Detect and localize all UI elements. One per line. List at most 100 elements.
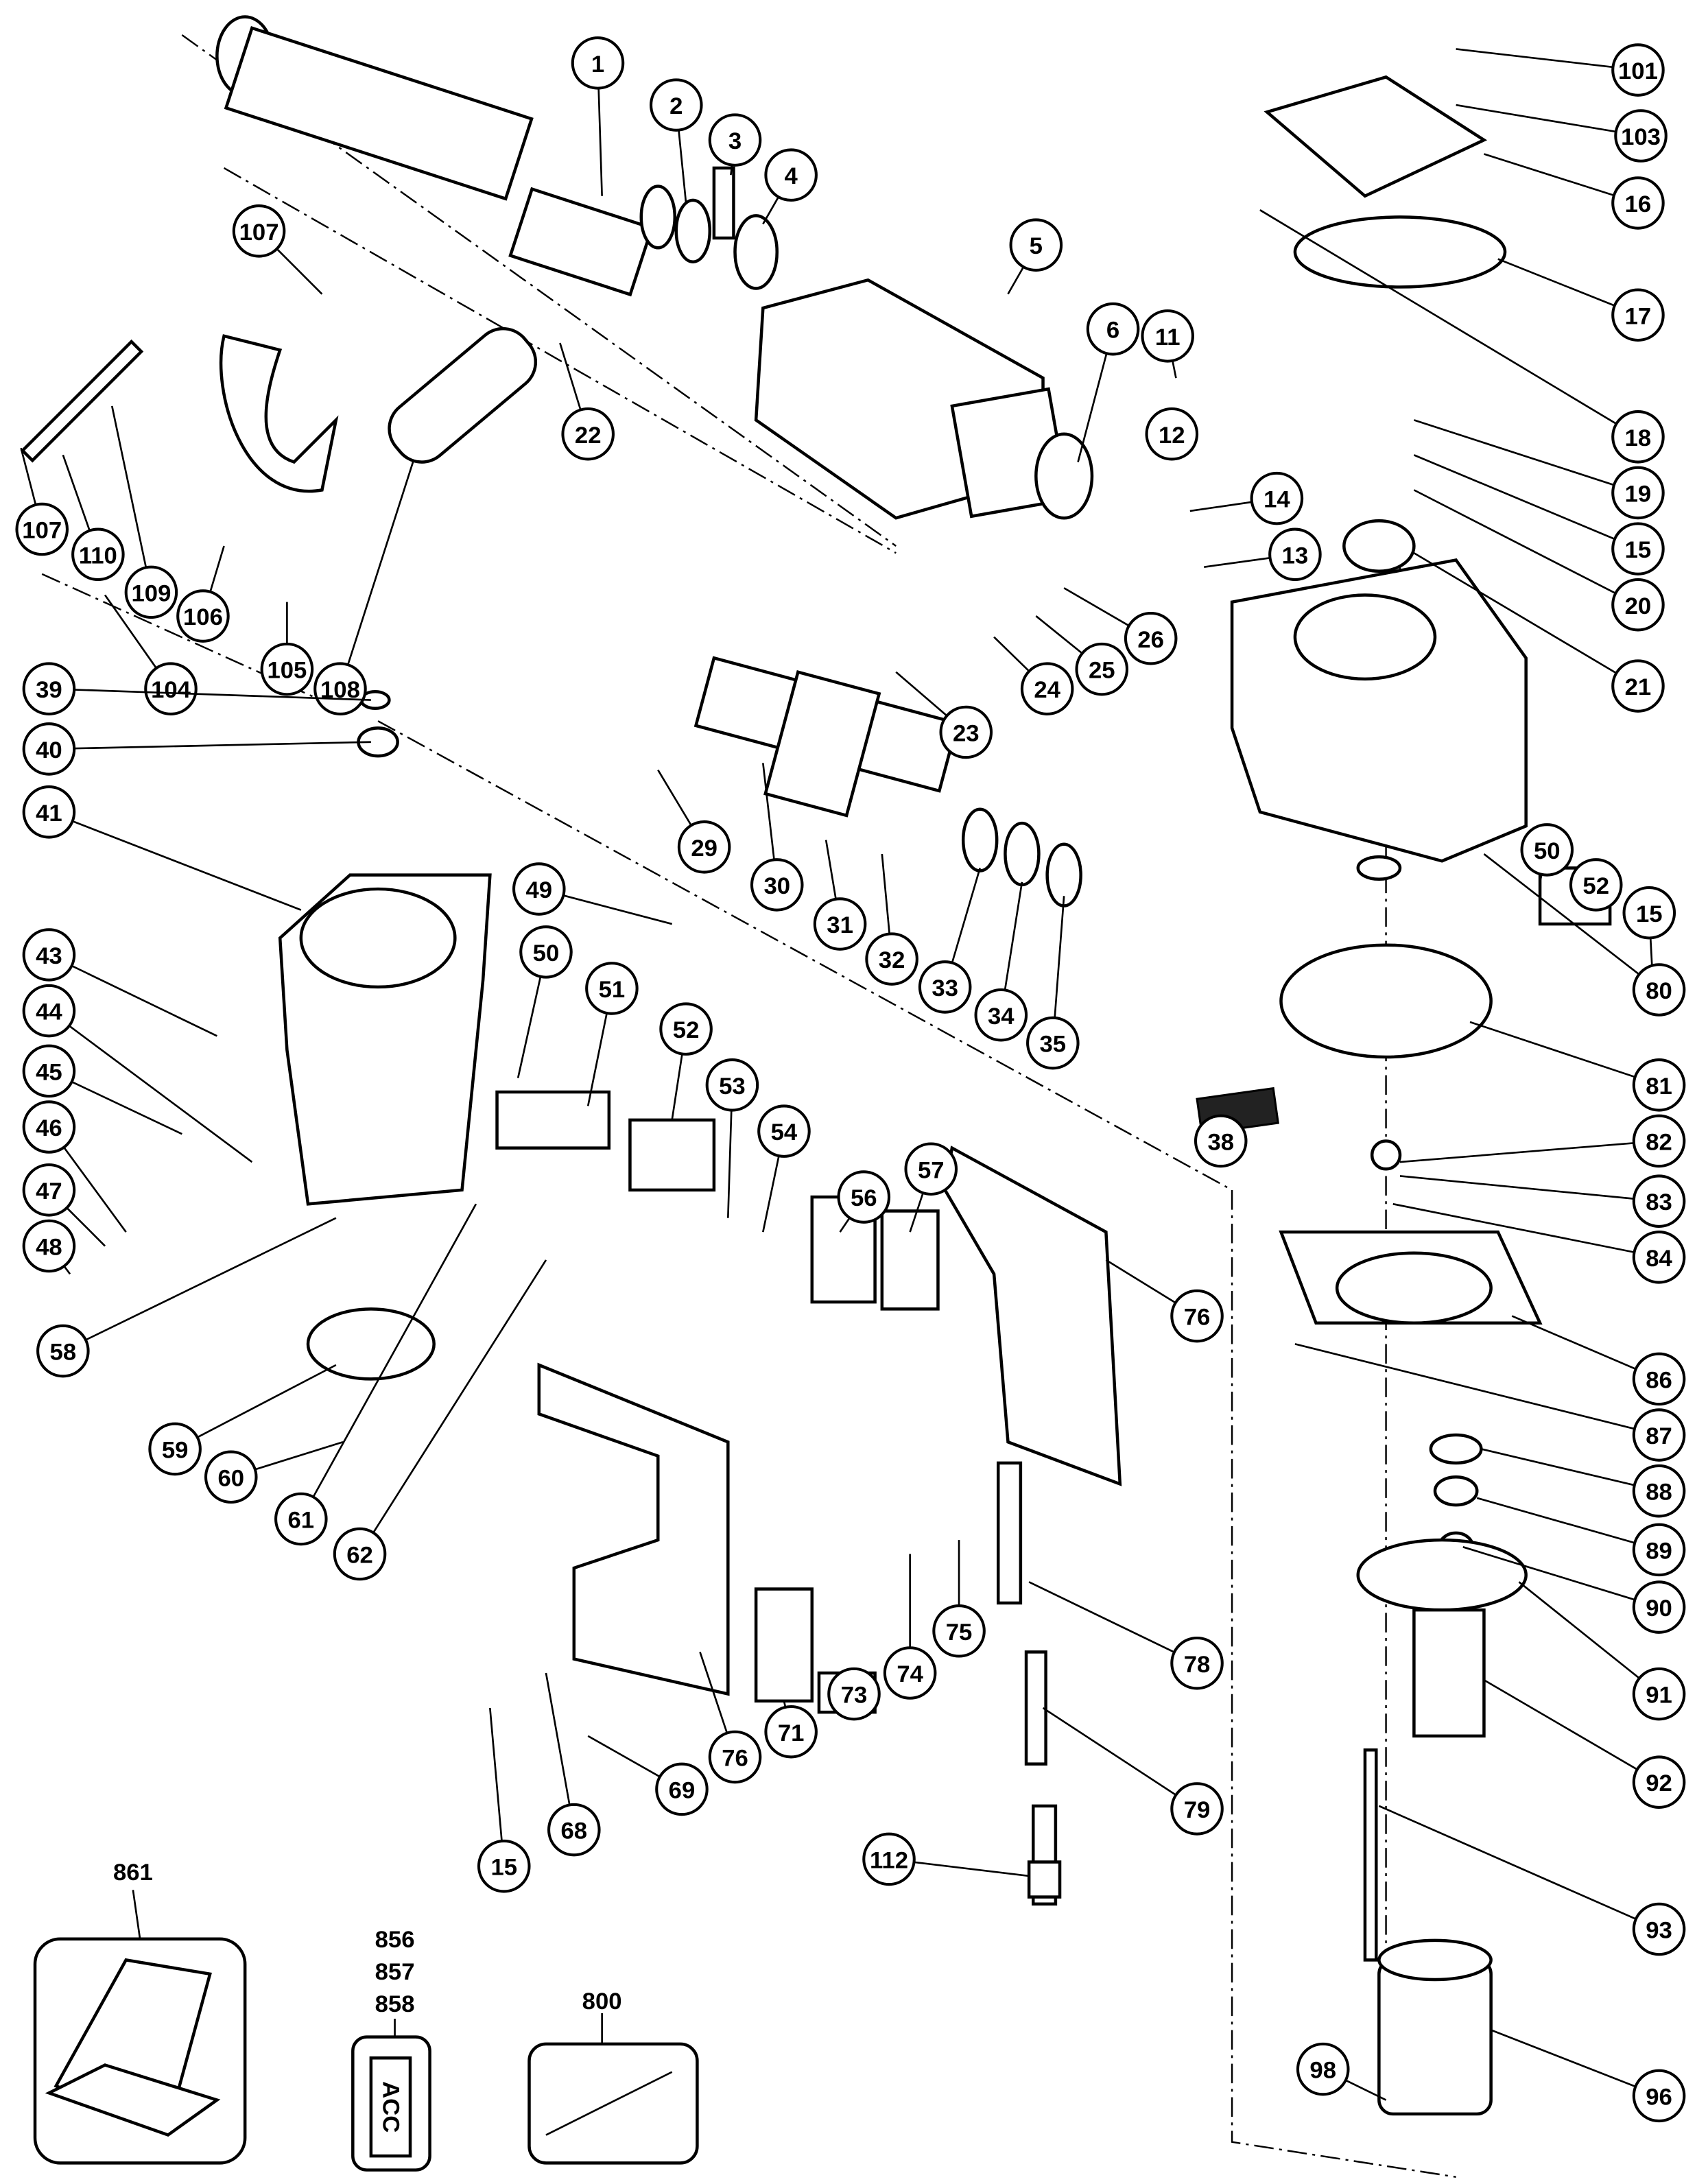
- callout-bubble: [1632, 963, 1686, 1017]
- callout-part-76: 76: [699, 1651, 762, 1784]
- callout-number: 96: [1646, 2084, 1672, 2110]
- callout-number: 47: [36, 1178, 62, 1204]
- callout-part-14: 14: [1189, 471, 1304, 525]
- callout-part-52: 52: [1569, 858, 1623, 912]
- callout-number: 106: [183, 604, 223, 630]
- callout-part-98: 98: [1296, 2042, 1387, 2101]
- callout-bubble: [1569, 858, 1623, 912]
- callout-bubble: [1614, 109, 1668, 163]
- callout-number: 61: [288, 1508, 315, 1534]
- callout-number: 23: [953, 721, 980, 747]
- callout-bubble: [1632, 1902, 1686, 1956]
- callout-number: 18: [1625, 425, 1652, 451]
- callout-number: 52: [673, 1017, 700, 1043]
- callout-bubble: [561, 407, 615, 461]
- callout-number: 45: [36, 1059, 62, 1085]
- callout-part-17: 17: [1497, 258, 1665, 342]
- callout-part-43: 43: [22, 928, 217, 1037]
- callout-part-79: 79: [1042, 1707, 1224, 1836]
- leader-line: [132, 1890, 141, 1939]
- leader-line: [1491, 2029, 1660, 2097]
- callout-bubble: [15, 502, 69, 556]
- callout-number: 107: [22, 518, 62, 544]
- callout-bubble: [677, 820, 731, 874]
- label-card-text: ACC: [377, 2081, 403, 2133]
- callout-part-56: 56: [837, 1170, 891, 1233]
- callout-part-35: 35: [1026, 896, 1080, 1070]
- callout-part-104: 104: [104, 594, 198, 715]
- accessory-label-number: 858: [375, 1991, 415, 2017]
- callout-number: 43: [36, 943, 62, 969]
- leader-line: [1518, 1581, 1660, 1695]
- callout-part-40: 40: [22, 722, 371, 776]
- callout-part-57: 57: [904, 1142, 958, 1233]
- callout-number: 34: [988, 1004, 1015, 1030]
- callout-bubble: [1141, 309, 1194, 363]
- callout-number: 91: [1646, 1683, 1672, 1709]
- leader-line: [1511, 1315, 1660, 1380]
- leader-line: [359, 1259, 547, 1555]
- callout-bubble: [1611, 288, 1665, 342]
- leader-line: [48, 1010, 253, 1163]
- callout-bubble: [22, 1100, 76, 1154]
- callout-layer: 1234561072210110316171819152021111214132…: [15, 36, 1686, 2123]
- leader-line: [1483, 1679, 1660, 1783]
- callout-bubble: [655, 1762, 709, 1816]
- callout-part-16: 16: [1484, 153, 1665, 230]
- callout-part-108: 108: [313, 462, 414, 715]
- callout-bubble: [333, 1527, 387, 1581]
- leader-line: [1484, 153, 1639, 204]
- callout-number: 80: [1646, 978, 1672, 1004]
- callout-number: 5: [1030, 233, 1043, 259]
- callout-bubble: [124, 565, 178, 619]
- callout-part-54: 54: [757, 1104, 811, 1233]
- callout-bubble: [274, 1492, 328, 1546]
- callout-bubble: [939, 705, 993, 759]
- callout-bubble: [1268, 527, 1322, 582]
- callout-bubble: [22, 1163, 76, 1217]
- callout-part-82: 82: [1399, 1114, 1686, 1168]
- callout-number: 14: [1264, 487, 1290, 513]
- callout-bubble: [148, 1422, 202, 1476]
- callout-number: 90: [1646, 1595, 1672, 1622]
- callout-bubble: [1250, 471, 1304, 525]
- callout-part-92: 92: [1483, 1679, 1686, 1809]
- callout-part-86: 86: [1511, 1315, 1686, 1406]
- callout-bubble: [547, 1803, 601, 1857]
- leader-line: [1413, 552, 1639, 687]
- callout-part-71: 71: [764, 1700, 818, 1759]
- callout-number: 32: [879, 947, 905, 973]
- callout-number: 44: [36, 999, 62, 1025]
- side-handle: [20, 327, 538, 493]
- accessory-carrying-case: [33, 1937, 247, 2165]
- callout-part-31: 31: [813, 840, 867, 951]
- callout-number: 112: [870, 1848, 908, 1874]
- callout-bubble: [1170, 1636, 1224, 1690]
- callout-bubble: [260, 642, 314, 696]
- callout-number: 98: [1309, 2058, 1336, 2084]
- callout-part-81: 81: [1469, 1021, 1686, 1112]
- callout-number: 38: [1207, 1129, 1234, 1155]
- callout-part-2: 2: [650, 78, 703, 204]
- callout-part-19: 19: [1413, 419, 1665, 520]
- leader-line: [110, 405, 152, 593]
- callout-part-34: 34: [974, 881, 1028, 1042]
- callout-bubble: [837, 1170, 891, 1224]
- callout-number: 56: [851, 1185, 877, 1211]
- callout-part-50: 50: [517, 925, 573, 1078]
- callout-part-1: 1: [571, 36, 625, 196]
- callout-part-58: 58: [36, 1217, 337, 1378]
- callout-bubble: [1611, 659, 1665, 713]
- callout-number: 16: [1625, 191, 1652, 217]
- crank-housing: [1196, 75, 1612, 1135]
- callout-part-22: 22: [559, 342, 615, 461]
- callout-part-60: 60: [204, 1440, 344, 1504]
- callout-bubble: [1009, 218, 1063, 272]
- callout-number: 69: [669, 1777, 696, 1803]
- callout-bubble: [22, 662, 76, 715]
- callout-bubble: [1632, 1408, 1686, 1462]
- callout-part-39: 39: [22, 662, 371, 715]
- callout-bubble: [313, 662, 367, 715]
- callout-number: 71: [778, 1720, 805, 1746]
- callout-bubble: [827, 1667, 881, 1721]
